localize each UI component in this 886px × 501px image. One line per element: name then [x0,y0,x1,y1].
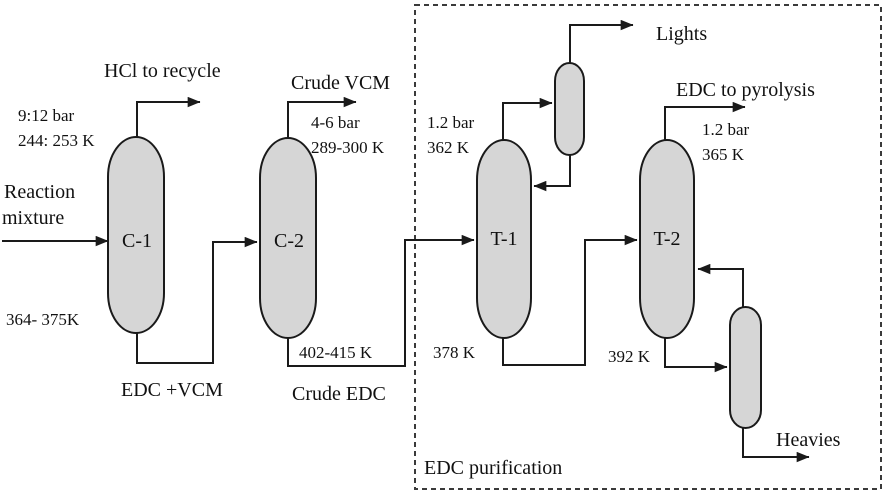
column-t1-vessel [476,139,532,339]
column-t2-vessel [639,139,695,339]
c2-bottom-temp-label: 402-415 K [299,343,373,362]
c1-bottoms-edc-vcm-stream [136,236,258,364]
heavies-outlet-stream [742,426,810,463]
column-t1-tag: T-1 [490,228,517,250]
edc-purification-boundary-box [414,4,882,490]
edc-to-pyrolysis-label: EDC to pyrolysis [676,79,815,101]
t1-bottoms-to-t2-stream [502,234,638,366]
reaction-mixture-label-line1: Reaction [4,181,75,203]
c2-bottoms-crude-edc-stream [287,234,475,367]
column-c2-tag: C-2 [274,230,304,252]
lights-label: Lights [656,23,707,45]
t2-overhead-edc-pyrolysis-stream [664,101,746,142]
column-c2-vessel [259,137,317,339]
c2-overhead-crude-vcm-stream [287,96,357,140]
edc-purification-label: EDC purification [424,457,562,479]
c2-pressure-label: 4-6 bar [311,113,360,132]
t1-bottom-temp-label: 378 K [433,343,476,362]
t2-bottom-temp-label: 392 K [608,347,651,366]
condenser-return-to-t1-stream [533,153,571,192]
crude-vcm-label: Crude VCM [291,72,390,94]
column-c1-vessel [107,136,165,334]
t2-bottoms-drum-vessel [729,306,762,429]
hcl-to-recycle-label: HCl to recycle [104,60,221,82]
c1-pressure-label: 9:12 bar [18,106,75,125]
c2-top-temp-label: 289-300 K [311,138,385,157]
reaction-mixture-label-line2: mixture [2,207,64,229]
heavies-label: Heavies [776,429,841,451]
lights-outlet-stream [569,19,634,64]
column-c1-tag: C-1 [122,230,152,252]
crude-edc-label: Crude EDC [292,383,386,405]
t1-top-temp-label: 362 K [427,138,470,157]
edc-vcm-label: EDC +VCM [121,379,223,401]
c1-bottom-temp-label: 364- 375K [6,310,80,329]
t1-overhead-drum-vessel [554,62,585,156]
reboiler-return-to-t2-stream [697,263,744,308]
c1-top-temp-label: 244: 253 K [18,131,95,150]
t1-overhead-stream [502,97,553,143]
t2-bottoms-to-reboiler-stream [664,336,728,373]
column-t2-tag: T-2 [653,228,680,250]
c1-overhead-hcl-stream [136,96,201,139]
t1-pressure-label: 1.2 bar [427,113,475,132]
t2-top-temp-label: 365 K [702,145,745,164]
t2-pressure-label: 1.2 bar [702,120,750,139]
